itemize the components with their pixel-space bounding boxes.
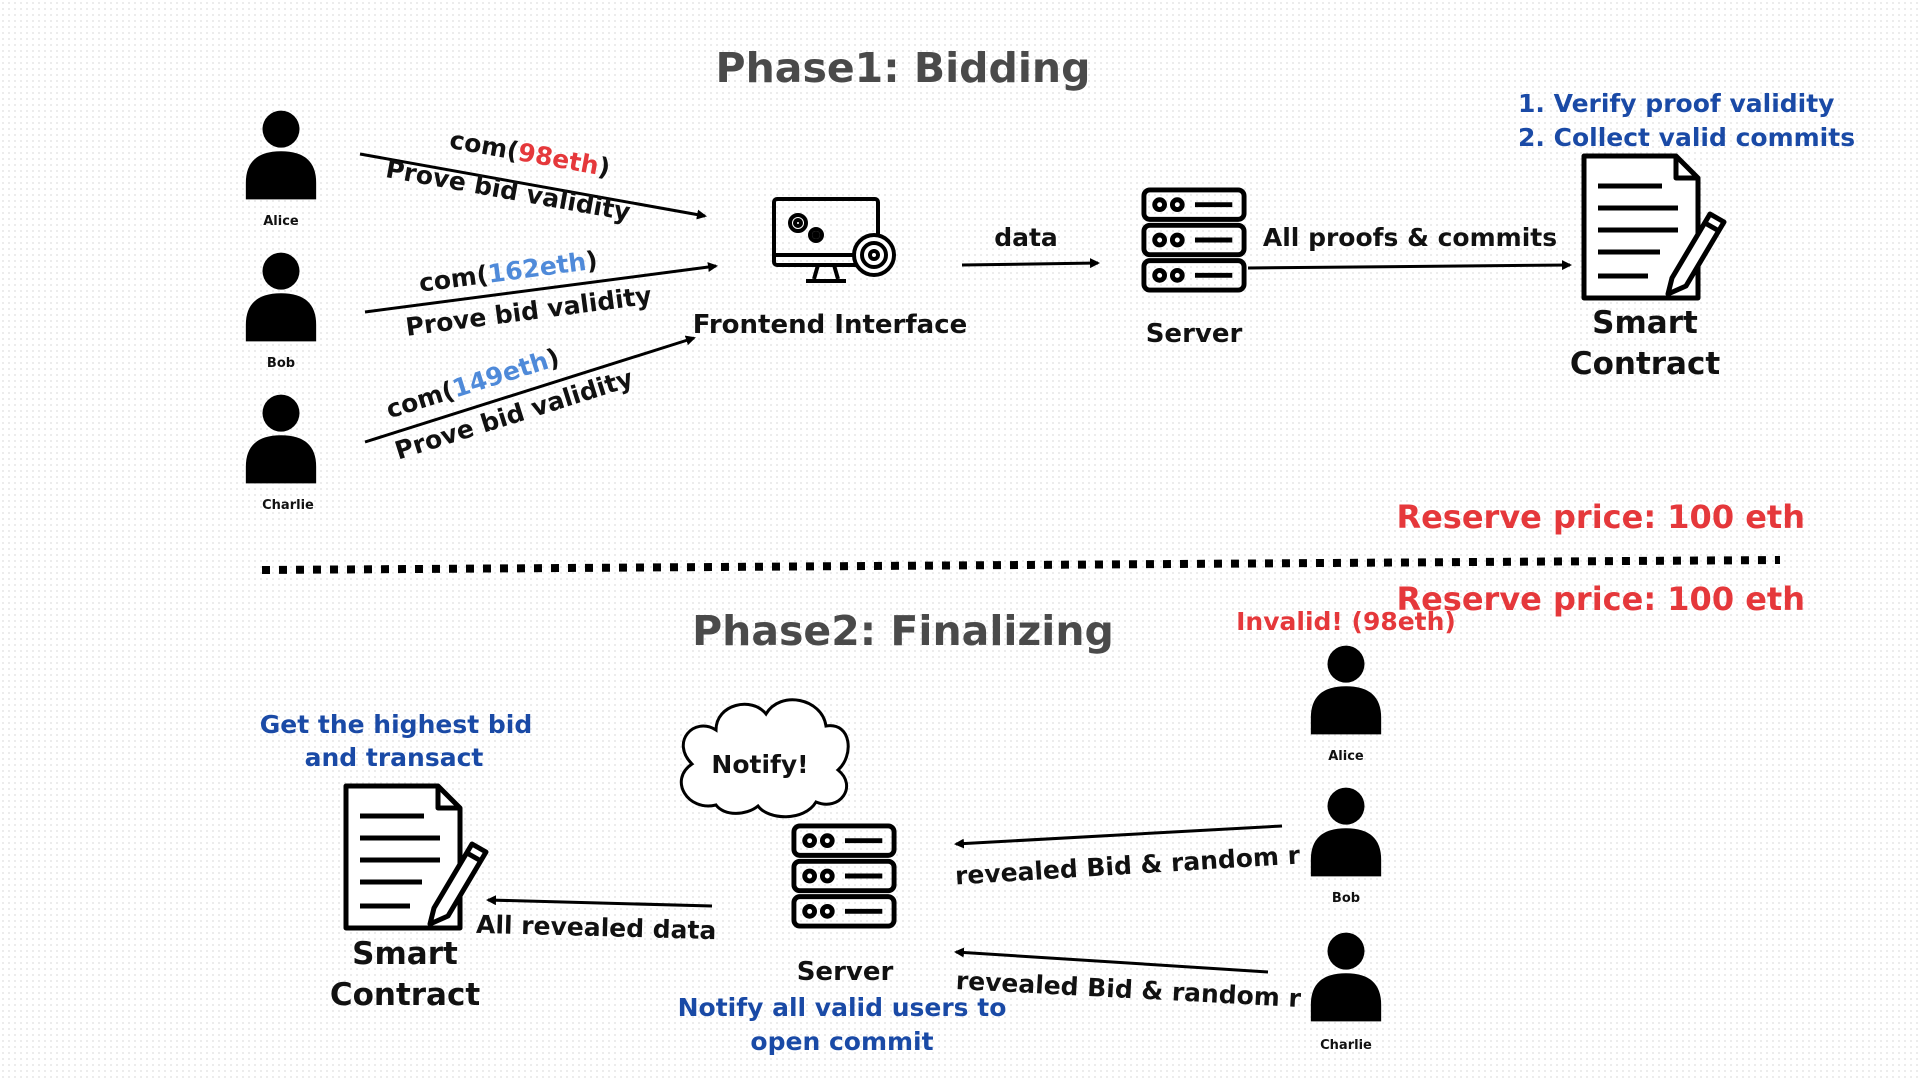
person-icon	[245, 394, 317, 484]
bid-arrow-charlie	[364, 335, 696, 444]
contract-label-p2-line1: Smart	[352, 936, 458, 972]
contract-note-line2: and transact	[305, 743, 484, 772]
user-label-alice-p2: Alice	[1328, 749, 1364, 764]
user-label-alice: Alice	[263, 214, 299, 229]
proofs-arrow	[1247, 260, 1572, 271]
invalid-alert: Invalid! (98eth)	[1236, 607, 1456, 636]
revealed-data-arrow	[486, 895, 713, 908]
bid-arrow-bob	[364, 262, 718, 314]
commit-label-bob: com(162eth)	[417, 246, 599, 298]
user-label-charlie: Charlie	[262, 498, 314, 513]
all-revealed-label: All revealed data	[476, 910, 717, 945]
phase-divider	[261, 556, 1781, 574]
contract-label-line1: Smart	[1592, 305, 1698, 341]
reveal-label-bob: revealed Bid & random r	[954, 840, 1301, 890]
contract-note-line1: Get the highest bid	[260, 710, 532, 739]
frontend-label: Frontend Interface	[693, 310, 968, 340]
person-icon	[245, 110, 317, 200]
step-collect-commits: 2. Collect valid commits	[1518, 123, 1855, 152]
reserve-price-phase1: Reserve price: 100 eth	[1396, 498, 1805, 536]
reveal-label-charlie: revealed Bid & random r	[955, 966, 1302, 1013]
cloud-icon	[679, 698, 850, 819]
contract-label-p2-line2: Contract	[330, 977, 481, 1013]
server-label-p2: Server	[797, 957, 894, 987]
server-label: Server	[1146, 319, 1243, 349]
contract-pen-icon	[346, 786, 486, 928]
bid-arrow-alice	[359, 152, 707, 220]
contract-pen-icon	[1584, 156, 1724, 298]
data-arrow	[961, 258, 1100, 269]
person-icon	[1310, 645, 1382, 735]
reveal-arrow-charlie	[954, 947, 1269, 974]
user-label-charlie-p2: Charlie	[1320, 1038, 1372, 1053]
reveal-arrow-bob	[954, 824, 1283, 849]
server-note-line1: Notify all valid users to	[678, 993, 1007, 1022]
person-icon	[1310, 787, 1382, 877]
person-icon	[245, 252, 317, 342]
computer-settings-icon	[772, 197, 896, 283]
server-icon	[794, 826, 894, 926]
server-icon	[1144, 190, 1244, 290]
person-icon	[1310, 932, 1382, 1022]
contract-label-line2: Contract	[1570, 346, 1721, 382]
user-label-bob: Bob	[267, 356, 295, 371]
reserve-price-phase2: Reserve price: 100 eth	[1396, 580, 1805, 618]
phase2-title: Phase2: Finalizing	[692, 607, 1114, 655]
user-label-bob-p2: Bob	[1332, 891, 1360, 906]
phase1-title: Phase1: Bidding	[716, 44, 1091, 92]
step-verify-proof: 1. Verify proof validity	[1518, 89, 1834, 118]
notify-label: Notify!	[711, 750, 808, 779]
proofs-label: All proofs & commits	[1263, 223, 1557, 252]
server-note-line2: open commit	[750, 1027, 933, 1056]
data-label: data	[994, 223, 1058, 252]
